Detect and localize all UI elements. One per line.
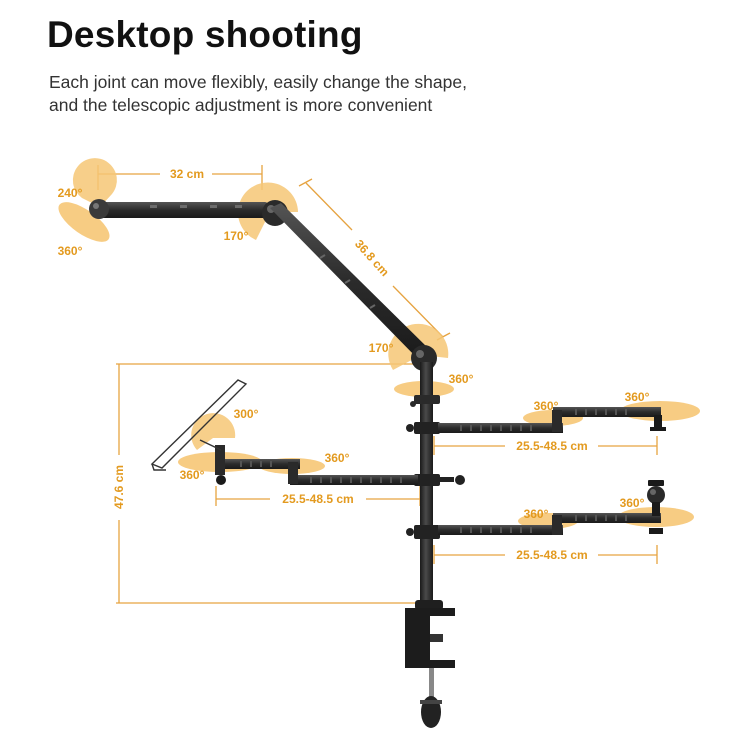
label-ru-length: 25.5-48.5 cm bbox=[516, 439, 587, 453]
knob-upper bbox=[406, 424, 414, 432]
tablet-post bbox=[215, 445, 225, 475]
tablet-holder bbox=[150, 379, 248, 471]
label-ru-end: 360° bbox=[625, 390, 650, 404]
subtitle-line-1: Each joint can move flexibly, easily cha… bbox=[49, 72, 467, 92]
label-ru-joint: 360° bbox=[534, 399, 559, 413]
label-top-arm-length: 32 cm bbox=[170, 167, 204, 181]
page-title: Desktop shooting bbox=[47, 14, 363, 55]
head-tilt-arc bbox=[72, 158, 117, 207]
top-arm bbox=[100, 202, 268, 218]
ru-end-screw bbox=[654, 415, 662, 429]
ball-head bbox=[647, 480, 665, 534]
head-rotate-disc bbox=[58, 202, 110, 242]
collar-lower bbox=[414, 525, 440, 539]
label-rl-joint: 360° bbox=[524, 507, 549, 521]
label-head-rotate: 360° bbox=[58, 244, 83, 258]
tablet-knob bbox=[216, 475, 226, 485]
subtitle-line-2: and the telescopic adjustment is more co… bbox=[49, 95, 433, 115]
label-left-arm-rotate: 360° bbox=[325, 451, 350, 465]
label-rl-end: 360° bbox=[620, 496, 645, 510]
label-rl-length: 25.5-48.5 cm bbox=[516, 548, 587, 562]
label-head-tilt: 240° bbox=[58, 186, 83, 200]
label-height: 47.6 cm bbox=[112, 465, 126, 509]
diagonal-arm bbox=[270, 203, 432, 360]
head-ball-joint bbox=[89, 199, 109, 219]
label-tablet-tilt: 300° bbox=[234, 407, 259, 421]
page-subtitle: Each joint can move flexibly, easily cha… bbox=[49, 71, 467, 117]
dim-diag-line-b bbox=[392, 285, 444, 338]
label-tablet-rotate: 360° bbox=[180, 468, 205, 482]
left-arm-inner bbox=[290, 475, 418, 485]
label-elbow-angle: 170° bbox=[224, 229, 249, 243]
desk-clamp bbox=[405, 600, 455, 728]
label-pole-top-rotate: 360° bbox=[449, 372, 474, 386]
label-shoulder-angle: 170° bbox=[369, 341, 394, 355]
label-left-arm-length: 25.5-48.5 cm bbox=[282, 492, 353, 506]
dim-diag-ext-top bbox=[298, 178, 313, 187]
mount-hardware bbox=[89, 199, 666, 728]
dimension-lines bbox=[97, 165, 658, 604]
collar-middle bbox=[414, 474, 440, 486]
label-diagonal-arm-length: 36.8 cm bbox=[352, 237, 392, 279]
dim-diag-line-a bbox=[305, 182, 353, 231]
collar-upper bbox=[414, 422, 440, 434]
knob-lower bbox=[406, 528, 414, 536]
knob-middle bbox=[455, 475, 465, 485]
